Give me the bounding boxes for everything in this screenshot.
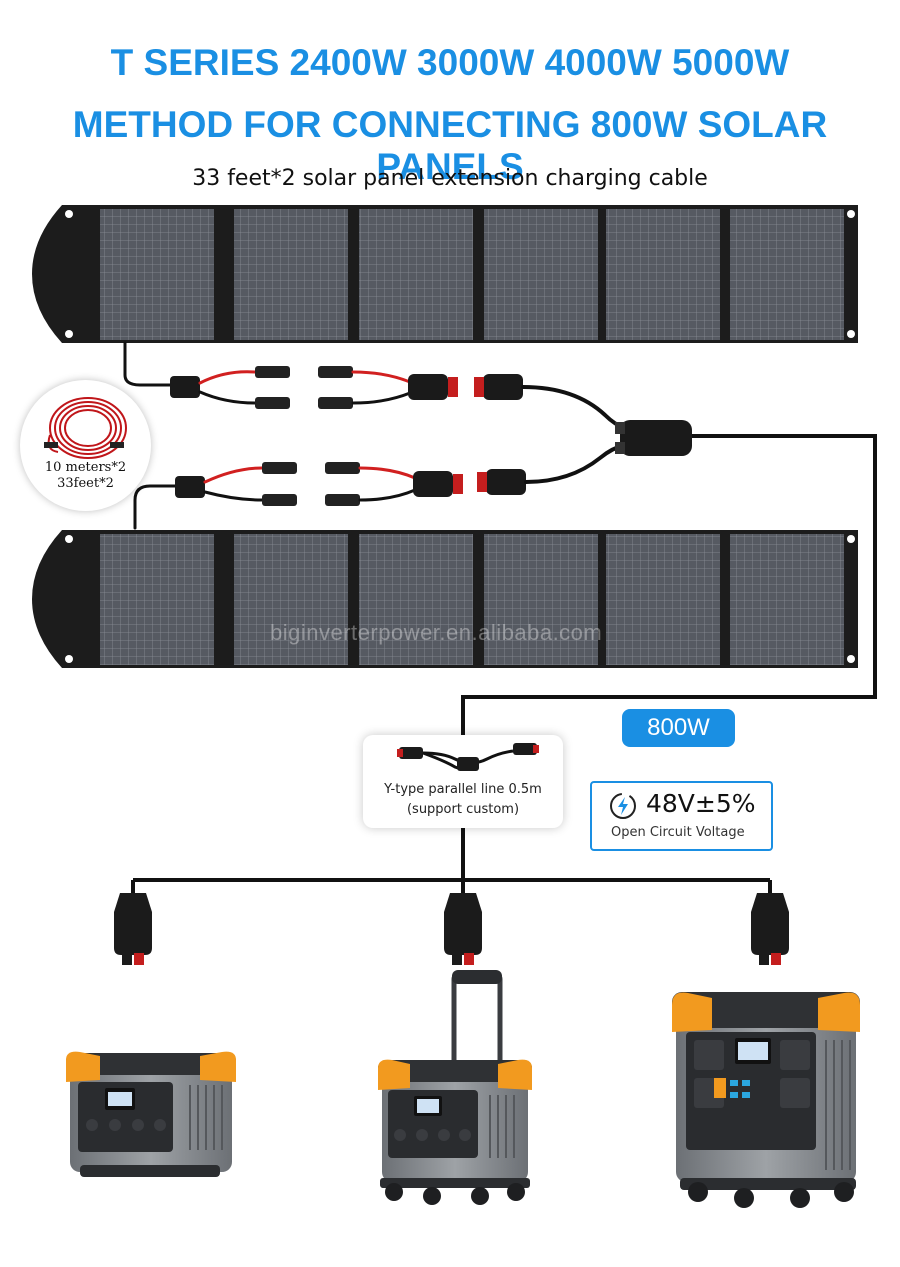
y-cable-length: Y-type parallel line 0.5m xyxy=(384,782,542,797)
cable-length-meters: 10 meters*2 xyxy=(44,460,127,475)
bottom-panel-cables xyxy=(133,443,627,530)
power-station-trolley xyxy=(378,970,532,1205)
anderson-plug-right xyxy=(751,893,789,965)
y-cable-label: Y-type parallel line 0.5m (support custo… xyxy=(363,780,563,820)
y-cable-callout xyxy=(363,735,563,828)
cable-length-feet: 33feet*2 xyxy=(57,476,114,491)
power-station-large xyxy=(672,992,860,1208)
y-merge-connector xyxy=(615,420,692,456)
solar-panel-top xyxy=(32,205,858,343)
cable-coil-callout xyxy=(20,380,151,511)
voltage-box xyxy=(590,781,773,851)
lightning-bolt-icon xyxy=(610,793,636,819)
cable-coil-icon xyxy=(44,397,127,459)
cable-length-label: 10 meters*2 33feet*2 xyxy=(20,460,151,492)
subtitle: 33 feet*2 solar panel extension charging… xyxy=(192,166,708,191)
title-line-2: METHOD FOR CONNECTING 800W SOLAR PANELS xyxy=(72,104,828,187)
y-cable-custom: (support custom) xyxy=(406,802,520,817)
voltage-label: Open Circuit Voltage xyxy=(611,825,745,840)
anderson-plug-center xyxy=(444,893,482,965)
y-cable-icon xyxy=(397,743,539,771)
power-station-small xyxy=(66,1051,236,1177)
title-line-1: T SERIES 2400W 3000W 4000W 5000W xyxy=(110,42,790,83)
distribution-cable xyxy=(131,878,772,895)
watermark: biginverterpower.en.alibaba.com xyxy=(270,620,603,645)
power-badge: 800W xyxy=(622,709,735,747)
top-panel-cables xyxy=(123,341,627,430)
anderson-plug-left xyxy=(114,893,152,965)
solar-panel-bottom xyxy=(32,530,858,668)
voltage-value: 48V±5% xyxy=(646,789,756,818)
